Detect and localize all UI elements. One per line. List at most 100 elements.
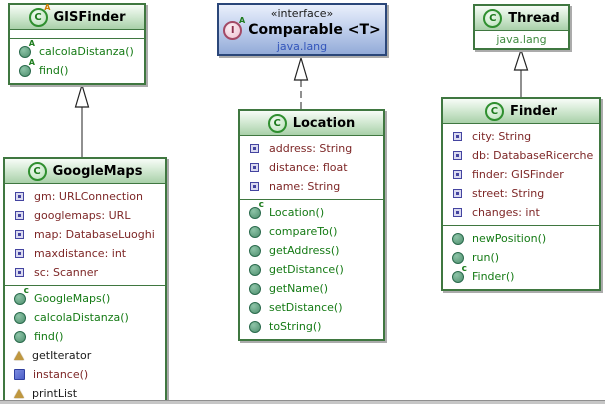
member-row[interactable]: db: DatabaseRicerche xyxy=(443,146,599,165)
class-icon: C xyxy=(484,101,504,121)
method-icon xyxy=(249,263,261,276)
member-label: calcolaDistanza() xyxy=(39,45,134,58)
member-label: street: String xyxy=(472,187,545,200)
member-row[interactable]: map: DatabaseLuoghi xyxy=(5,225,165,244)
fields-section: gm: URLConnection googlemaps: URL map: D… xyxy=(5,184,165,285)
member-row[interactable]: newPosition() xyxy=(443,229,599,248)
member-label: Finder() xyxy=(472,270,515,283)
member-row[interactable]: city: String xyxy=(443,127,599,146)
class-header: C Thread xyxy=(475,6,568,31)
member-row[interactable]: maxdistance: int xyxy=(5,244,165,263)
member-label: printList xyxy=(32,387,78,400)
method-icon xyxy=(249,301,261,314)
member-row[interactable]: run() xyxy=(443,248,599,267)
member-row[interactable]: calcolaDistanza() xyxy=(5,308,165,327)
member-label: distance: float xyxy=(269,161,348,174)
member-row[interactable]: find() xyxy=(5,327,165,346)
field-icon xyxy=(15,268,24,277)
package-label: java.lang xyxy=(276,40,328,53)
member-row[interactable]: googlemaps: URL xyxy=(5,206,165,225)
member-row[interactable]: getAddress() xyxy=(240,241,383,260)
methods-section: GoogleMaps() calcolaDistanza() find() ge… xyxy=(5,285,165,404)
interface-icon: I A xyxy=(223,16,245,40)
interface-node-comparable[interactable]: «interface» I A Comparable <T> java.lang xyxy=(217,3,387,56)
member-row[interactable]: gm: URLConnection xyxy=(5,187,165,206)
member-row[interactable]: GoogleMaps() xyxy=(5,286,165,308)
member-label: map: DatabaseLuoghi xyxy=(34,228,155,241)
window-bottom-edge xyxy=(0,400,605,404)
member-label: getIterator xyxy=(32,349,92,362)
class-header: C GoogleMaps xyxy=(5,159,165,184)
class-icon: C xyxy=(27,161,47,181)
member-label: toString() xyxy=(269,320,322,333)
class-title: Finder xyxy=(509,103,558,119)
class-node-finder[interactable]: C Finder city: String db: DatabaseRicerc… xyxy=(441,97,601,291)
abstract-method-icon xyxy=(19,58,35,77)
member-row[interactable]: distance: float xyxy=(240,158,383,177)
member-label: changes: int xyxy=(472,206,540,219)
class-node-gisfinder[interactable]: C A GISFinder calcolaDistanza() find() xyxy=(8,3,146,85)
class-node-thread[interactable]: C Thread java.lang xyxy=(473,4,570,50)
methods-section: calcolaDistanza() find() xyxy=(10,38,144,83)
interface-header: I A Comparable <T> xyxy=(219,16,385,40)
class-title: GoogleMaps xyxy=(52,163,143,179)
empty-fields-section xyxy=(10,30,144,38)
member-row[interactable]: Location() xyxy=(240,200,383,222)
member-row[interactable]: find() xyxy=(10,58,144,80)
member-label: compareTo() xyxy=(269,225,338,238)
member-label: db: DatabaseRicerche xyxy=(472,149,594,162)
member-row[interactable]: printList xyxy=(5,384,165,403)
member-label: getAddress() xyxy=(269,244,340,257)
member-row[interactable]: getIterator xyxy=(5,346,165,365)
fields-section: address: String distance: float name: St… xyxy=(240,136,383,199)
member-label: finder: GISFinder xyxy=(472,168,564,181)
inheritance-arrow-googlemaps-to-gisfinder[interactable] xyxy=(74,82,90,157)
member-row[interactable]: street: String xyxy=(443,184,599,203)
member-row[interactable]: changes: int xyxy=(443,203,599,222)
member-row[interactable]: Finder() xyxy=(443,264,599,286)
methods-section: Location() compareTo() getAddress() getD… xyxy=(240,199,383,339)
member-label: run() xyxy=(472,251,500,264)
member-row[interactable]: compareTo() xyxy=(240,222,383,241)
member-row[interactable]: instance() xyxy=(5,365,165,384)
member-row[interactable]: finder: GISFinder xyxy=(443,165,599,184)
member-label: address: String xyxy=(269,142,353,155)
class-node-googlemaps[interactable]: C GoogleMaps gm: URLConnection googlemap… xyxy=(3,157,167,404)
member-row[interactable]: calcolaDistanza() xyxy=(10,39,144,61)
member-label: Location() xyxy=(269,206,325,219)
class-header: C Finder xyxy=(443,99,599,124)
member-row[interactable]: toString() xyxy=(240,317,383,336)
constructor-icon xyxy=(452,264,467,283)
class-icon: C xyxy=(483,8,503,28)
stereotype-label: «interface» xyxy=(270,7,334,20)
implements-arrow-location-to-comparable[interactable] xyxy=(293,55,309,109)
member-label: city: String xyxy=(472,130,532,143)
member-row[interactable]: setDistance() xyxy=(240,298,383,317)
field-icon xyxy=(15,192,24,201)
inheritance-arrow-finder-to-thread[interactable] xyxy=(513,48,529,97)
member-row[interactable]: address: String xyxy=(240,139,383,158)
package-label: java.lang xyxy=(496,33,547,46)
field-icon xyxy=(453,189,462,198)
member-label: googlemaps: URL xyxy=(34,209,131,222)
member-row[interactable]: sc: Scanner xyxy=(5,263,165,282)
member-row[interactable]: name: String xyxy=(240,177,383,196)
member-row[interactable]: getDistance() xyxy=(240,260,383,279)
member-label: gm: URLConnection xyxy=(34,190,143,203)
member-label: sc: Scanner xyxy=(34,266,98,279)
field-icon xyxy=(15,230,24,239)
abstract-class-icon: C A xyxy=(28,3,51,27)
member-label: newPosition() xyxy=(472,232,547,245)
class-node-location[interactable]: C Location address: String distance: flo… xyxy=(238,109,385,341)
class-title: GISFinder xyxy=(53,9,126,25)
fields-section: city: String db: DatabaseRicerche finder… xyxy=(443,124,599,225)
member-label: maxdistance: int xyxy=(34,247,127,260)
static-method-icon xyxy=(14,369,25,380)
member-row[interactable]: getName() xyxy=(240,279,383,298)
methods-section: newPosition() run() Finder() xyxy=(443,225,599,289)
method-icon xyxy=(452,251,464,264)
method-icon xyxy=(249,320,261,333)
method-icon xyxy=(14,330,26,343)
